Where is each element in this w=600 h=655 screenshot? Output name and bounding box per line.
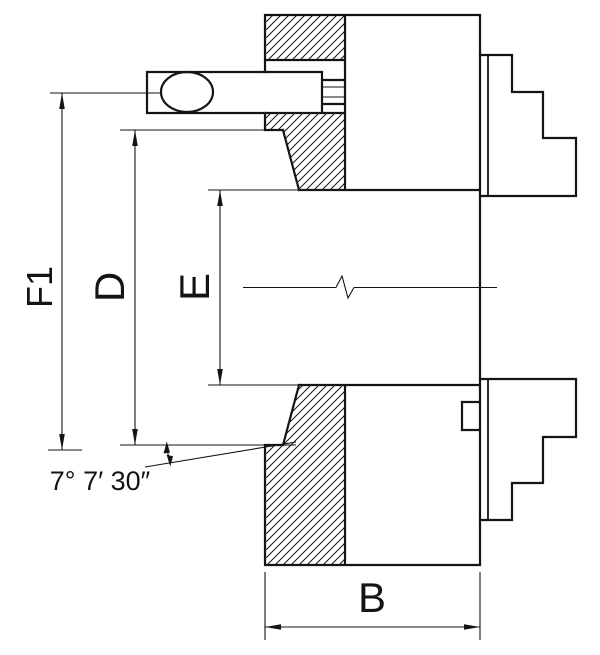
dimension-d: D bbox=[86, 129, 296, 446]
bottom-jaw-outline bbox=[478, 377, 578, 522]
taper-angle-label: 7° 7′ 30″ bbox=[50, 466, 151, 496]
bottom-jaw bbox=[460, 377, 578, 522]
d-arrow-top bbox=[132, 130, 138, 146]
b-extension-lines bbox=[264, 572, 481, 640]
b-arrow-left bbox=[265, 624, 281, 630]
centerline-break-symbol bbox=[335, 274, 355, 300]
f1-arrow-top bbox=[59, 93, 65, 109]
dimension-e: E bbox=[171, 189, 299, 386]
dimension-label-f1: F1 bbox=[19, 266, 60, 308]
e-arrow-top bbox=[217, 190, 223, 206]
hatch-region-upper-taper bbox=[265, 113, 345, 190]
taper-angle-annotation: 7° 7′ 30″ bbox=[50, 441, 297, 496]
b-arrow-right bbox=[464, 624, 480, 630]
centerline bbox=[243, 274, 497, 300]
section-hatching bbox=[265, 15, 345, 565]
dimension-label-e: E bbox=[171, 273, 218, 301]
f1-extension-lines bbox=[48, 92, 160, 451]
hatch-region-top-block bbox=[265, 15, 345, 60]
f1-arrow-bottom bbox=[59, 434, 65, 450]
dimension-label-b: B bbox=[358, 574, 386, 621]
d-arrow-bottom bbox=[132, 429, 138, 445]
dimension-label-d: D bbox=[86, 272, 133, 302]
body-outer-outline bbox=[263, 13, 482, 567]
angle-arrow-top bbox=[163, 441, 170, 454]
hatch-region-lower-taper bbox=[265, 385, 345, 565]
top-jaw-outline bbox=[478, 53, 578, 198]
dimension-f1: F1 bbox=[19, 92, 160, 451]
angle-arrow-bottom bbox=[166, 454, 173, 467]
bottom-jaw-notch bbox=[460, 400, 482, 432]
d-extension-lines bbox=[120, 129, 296, 446]
top-jaw bbox=[478, 53, 578, 198]
chuck-body-outline bbox=[263, 13, 482, 567]
e-arrow-bottom bbox=[217, 369, 223, 385]
stud-hole bbox=[159, 70, 215, 114]
dimension-b: B bbox=[264, 572, 481, 640]
stud-thread-lines bbox=[322, 86, 345, 98]
e-extension-lines bbox=[208, 189, 299, 386]
